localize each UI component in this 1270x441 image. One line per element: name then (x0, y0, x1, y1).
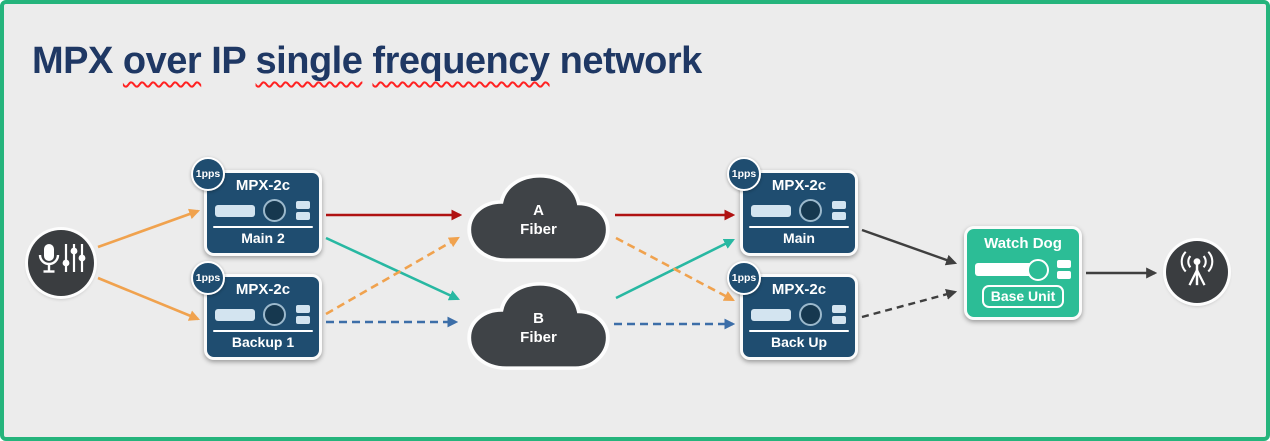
cloud-shape (467, 282, 610, 370)
device-label: Main (783, 230, 815, 246)
device-port (832, 316, 846, 324)
device-knob (263, 199, 286, 222)
title-word-single: single (255, 40, 363, 82)
device-display (751, 309, 791, 321)
device-display (215, 309, 255, 321)
arrow-main-to-watchdog (861, 228, 958, 266)
device-divider (749, 226, 849, 228)
cloud-type: Fiber (520, 221, 557, 238)
device-port (832, 212, 846, 220)
fiber-a-cloud: A Fiber (466, 173, 611, 263)
device-label: Back Up (770, 334, 828, 350)
device-faceplate (751, 302, 847, 328)
cloud-label: A Fiber (466, 173, 611, 263)
watchdog-display (975, 263, 1039, 276)
device-knob (263, 303, 286, 326)
title-word-network: network (559, 40, 703, 82)
cloud-type: Fiber (520, 329, 557, 346)
badge-1pps: 1pps (727, 261, 761, 295)
device-mpx2c-main2: 1pps MPX-2c Main 2 (191, 157, 322, 256)
device-knob (799, 199, 822, 222)
device-label: Main 2 (241, 230, 285, 246)
device-divider (213, 226, 313, 228)
device-mpx2c-backup1: 1pps MPX-2c Backup 1 (191, 261, 322, 360)
device-faceplate (215, 302, 311, 328)
watchdog-port (1057, 260, 1071, 268)
microphone-mixer-icon (28, 230, 94, 296)
device-port (832, 305, 846, 313)
badge-1pps: 1pps (191, 261, 225, 295)
device-faceplate (215, 198, 311, 224)
arrow-fiber-b-to-main (615, 238, 735, 300)
watchdog-title: Watch Dog (984, 235, 1062, 252)
watchdog-base-unit: Watch Dog Base Unit (964, 226, 1082, 320)
device-knob (799, 303, 822, 326)
device-model: MPX-2c (235, 281, 291, 298)
title-word-over: over (122, 40, 202, 82)
device-port (296, 316, 310, 324)
device-model: MPX-2c (771, 281, 827, 298)
cloud-name: A (533, 201, 544, 219)
watchdog-faceplate (975, 257, 1071, 283)
cloud-label: B Fiber (466, 281, 611, 371)
watchdog-port (1057, 271, 1071, 279)
page-title: MPX over IP single frequency network (32, 40, 702, 83)
device-mpx2c-main: 1pps MPX-2c Main (727, 157, 858, 256)
watchdog-label: Base Unit (981, 285, 1065, 308)
device-label: Backup 1 (231, 334, 295, 350)
device-port (296, 212, 310, 220)
cloud-shape (467, 174, 610, 262)
arrow-source-to-backup1 (97, 276, 201, 321)
device-mpx2c-backup: 1pps MPX-2c Back Up (727, 261, 858, 360)
arrow-source-to-main2 (97, 208, 201, 249)
broadcast-antenna-icon (1166, 241, 1228, 303)
arrow-backup-to-watchdog (861, 288, 958, 319)
badge-1pps: 1pps (191, 157, 225, 191)
badge-1pps: 1pps (727, 157, 761, 191)
device-model: MPX-2c (235, 177, 291, 194)
arrow-fiber-a-to-backup (615, 236, 735, 302)
watchdog-knob (1027, 259, 1049, 281)
device-port (296, 305, 310, 313)
title-word-ip: IP (211, 40, 246, 82)
fiber-b-cloud: B Fiber (466, 281, 611, 371)
device-divider (749, 330, 849, 332)
title-word-frequency: frequency (372, 40, 550, 82)
device-divider (213, 330, 313, 332)
microphone-mixer-glyph (38, 244, 86, 273)
cloud-name: B (533, 309, 544, 327)
arrow-backup1-to-fiber-a (325, 236, 460, 316)
device-display (751, 205, 791, 217)
device-port (296, 201, 310, 209)
device-faceplate (751, 198, 847, 224)
device-display (215, 205, 255, 217)
title-word-mpx: MPX (32, 40, 113, 82)
broadcast-antenna-glyph (1180, 251, 1214, 286)
device-model: MPX-2c (771, 177, 827, 194)
arrow-main2-to-fiber-b (325, 236, 460, 301)
device-port (832, 201, 846, 209)
